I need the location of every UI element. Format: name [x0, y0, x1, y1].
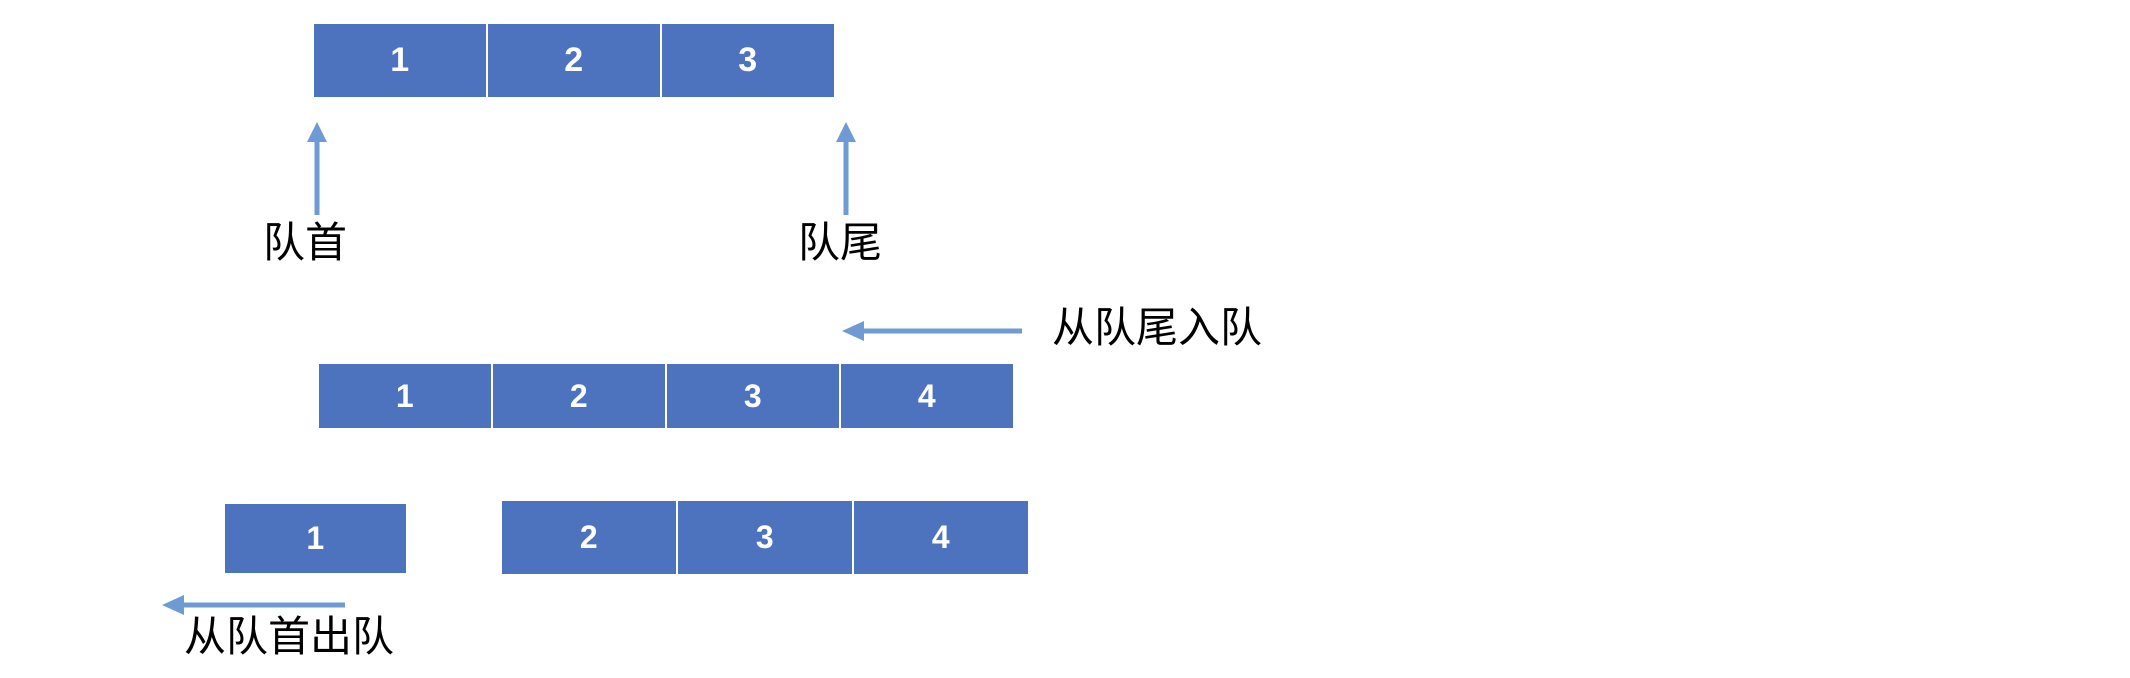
queue-cell: 2	[501, 500, 677, 575]
queue-cell: 1	[318, 363, 492, 429]
queue-cell: 2	[487, 23, 661, 98]
arrow-up-icon	[300, 120, 334, 215]
queue-cell: 1	[313, 23, 487, 98]
queue-cell: 3	[666, 363, 840, 429]
queue-cell: 4	[853, 500, 1029, 575]
queue-cell: 3	[677, 500, 853, 575]
arrow-left-icon	[840, 318, 1022, 344]
queue-cell: 3	[661, 23, 835, 98]
dequeued-cell: 1	[224, 503, 407, 574]
queue-tail-label: 队尾	[798, 218, 883, 267]
queue-cell: 2	[492, 363, 666, 429]
dequeue-from-head-label: 从队首出队	[184, 612, 395, 661]
queue-head-label: 队首	[263, 218, 348, 267]
queue-cell: 4	[840, 363, 1014, 429]
enqueue-from-tail-label: 从队尾入队	[1052, 303, 1263, 352]
arrow-up-icon	[829, 120, 863, 215]
arrow-left-icon	[160, 592, 345, 618]
